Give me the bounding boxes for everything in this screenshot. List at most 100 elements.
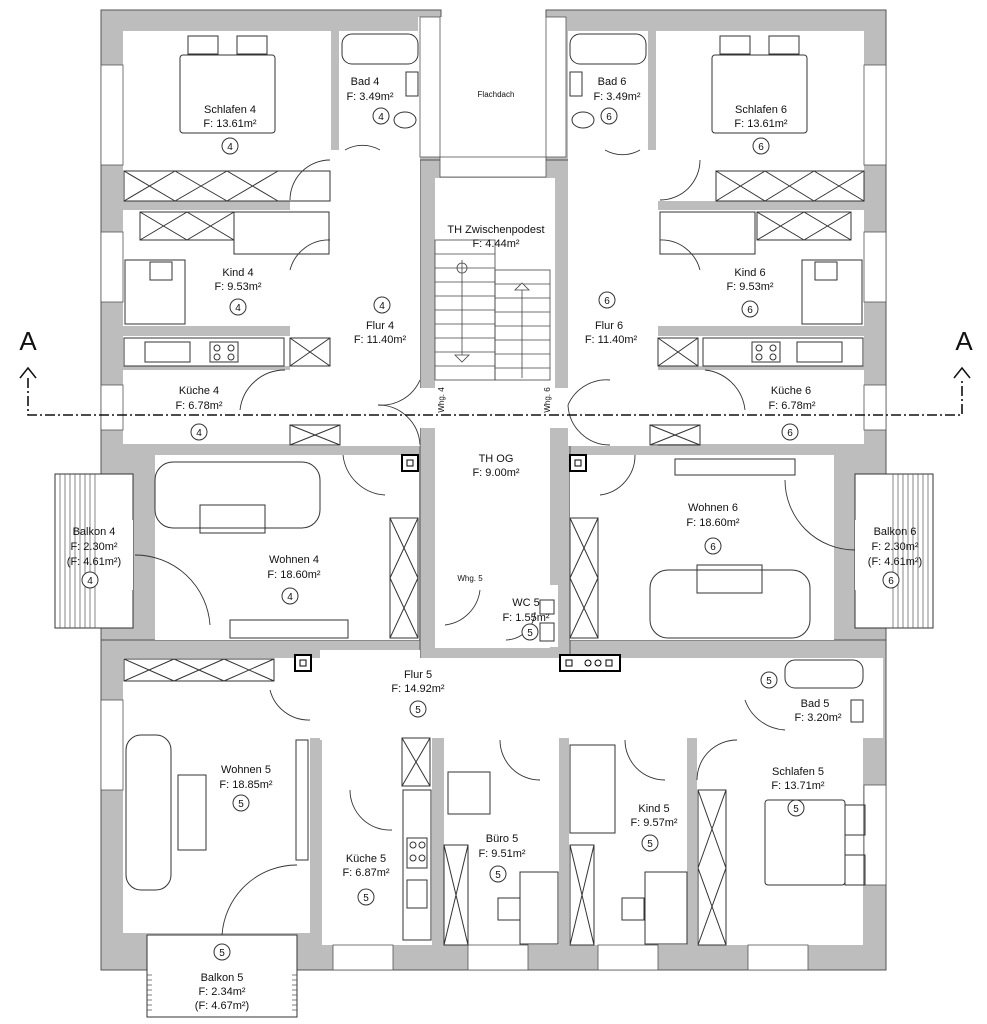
room-area: F: 9.53m²: [726, 281, 773, 293]
unit-marker: [229, 298, 247, 316]
unit-number: 5: [766, 676, 772, 687]
room-name: Flur 6: [595, 320, 623, 332]
unit-marker: [760, 671, 778, 689]
room-name: WC 5: [512, 597, 540, 609]
unit-number: 4: [235, 303, 241, 314]
room-kind-4: Kind 4 F: 9.53m² 4: [214, 267, 262, 316]
room-bad-4: Bad 4 F: 3.49m² 4: [346, 76, 394, 125]
room-wc-5: WC 5 F: 1.55m² 5: [502, 597, 550, 641]
room-name: Balkon 4: [73, 526, 116, 538]
room-name: Wohnen 5: [221, 764, 271, 776]
unit-marker: [752, 137, 770, 155]
room-area: F: 13.61m²: [734, 118, 788, 130]
room-area: F: 2.30m²: [70, 541, 117, 553]
unit-marker: [882, 571, 900, 589]
room-kueche-4: Küche 4 F: 6.78m² 4: [175, 385, 223, 441]
room-area: F: 2.34m²: [198, 986, 245, 998]
living-furniture: [124, 259, 863, 945]
unit-marker: [489, 865, 507, 883]
entry-label-whg-4: Whg. 4: [437, 387, 446, 413]
unit-marker: [372, 107, 390, 125]
room-name: Flur 4: [366, 320, 394, 332]
unit-marker: [704, 537, 722, 555]
room-area-full: (F: 4.61m²): [67, 556, 121, 568]
room-name: Balkon 5: [201, 972, 244, 984]
unit-number: 4: [196, 428, 202, 439]
room-area: F: 1.55m²: [502, 612, 549, 624]
unit-marker: [81, 571, 99, 589]
room-name: Schlafen 4: [204, 104, 256, 116]
room-name: Bad 6: [598, 76, 627, 88]
unit-number: 6: [758, 142, 764, 153]
unit-marker: [221, 137, 239, 155]
unit-number: 5: [527, 628, 533, 639]
room-kueche-6: Küche 6 F: 6.78m² 6: [768, 385, 816, 441]
room-buero-5: Büro 5 F: 9.51m² 5: [478, 833, 526, 883]
unit-marker: [521, 623, 539, 641]
unit-marker: [409, 700, 427, 718]
unit-marker: [213, 943, 231, 961]
unit-number: 5: [415, 705, 421, 716]
unit-number: 6: [606, 112, 612, 123]
unit-number: 6: [710, 542, 716, 553]
room-name: Büro 5: [486, 833, 518, 845]
room-area: F: 6.78m²: [175, 400, 222, 412]
unit-number: 5: [793, 804, 799, 815]
wardrobes: [123, 170, 865, 946]
room-wohnen-6: Wohnen 6 F: 18.60m² 6: [686, 502, 740, 555]
room-area-full: (F: 4.61m²): [868, 556, 922, 568]
unit-number: 5: [238, 799, 244, 810]
room-name: Küche 5: [346, 853, 386, 865]
room-area: F: 6.87m²: [342, 867, 389, 879]
room-area: F: 13.61m²: [203, 118, 257, 130]
unit-number: 4: [287, 592, 293, 603]
unit-number: 4: [227, 142, 233, 153]
room-wohnen-5: Wohnen 5 F: 18.85m² 5: [219, 764, 273, 812]
room-area: F: 4.44m²: [472, 238, 519, 250]
unit-marker: [781, 423, 799, 441]
beds: [179, 35, 866, 886]
room-area: F: 11.40m²: [585, 334, 638, 346]
unit-number: 6: [787, 428, 793, 439]
room-name: Wohnen 6: [688, 502, 738, 514]
unit-marker: [190, 423, 208, 441]
room-name: Balkon 6: [874, 526, 917, 538]
unit-number: 4: [379, 301, 385, 312]
balcony-4: [54, 473, 134, 629]
room-schlafen-5: Schlafen 5 F: 13.71m² 5: [771, 766, 825, 817]
room-name: Schlafen 6: [735, 104, 787, 116]
room-flur-6: 6 Flur 6 F: 11.40m²: [585, 291, 638, 346]
room-balkon-4: Balkon 4 F: 2.30m² (F: 4.61m²) 4: [67, 526, 121, 589]
room-bad-5: 5 Bad 5 F: 3.20m²: [760, 671, 842, 724]
room-area: F: 9.53m²: [214, 281, 261, 293]
room-area: F: 3.20m²: [794, 712, 841, 724]
room-area: F: 9.00m²: [472, 467, 519, 479]
entry-label-whg-5: Whg. 5: [457, 574, 483, 583]
unit-number: 6: [604, 296, 610, 307]
room-area: F: 2.30m²: [871, 541, 918, 553]
room-flur-4: 4 Flur 4 F: 11.40m²: [354, 296, 407, 346]
room-kueche-5: Küche 5 F: 6.87m² 5: [342, 853, 390, 906]
unit-marker: [357, 888, 375, 906]
balcony-5: [146, 934, 298, 1018]
room-kind-6: Kind 6 F: 9.53m² 6: [726, 267, 774, 318]
chimneys: [294, 454, 621, 672]
room-labels: Schlafen 4 F: 13.61m² 4 Bad 4 F: 3.49m² …: [67, 76, 922, 1012]
room-name: Kind 4: [222, 267, 253, 279]
room-area: F: 18.60m²: [267, 569, 321, 581]
unit-number: 4: [87, 576, 93, 587]
unit-marker: [281, 587, 299, 605]
section-line: A A: [19, 326, 973, 416]
balcony-6: [854, 473, 934, 629]
room-kind-5: Kind 5 F: 9.57m² 5: [630, 803, 678, 852]
room-bad-6: Bad 6 F: 3.49m² 6: [593, 76, 641, 125]
room-wohnen-4: Wohnen 4 F: 18.60m² 4: [267, 554, 321, 605]
room-area: F: 18.60m²: [686, 517, 740, 529]
kitchens: [123, 337, 864, 941]
room-area: F: 6.78m²: [768, 400, 815, 412]
unit-entry-labels: Whg. 4 Whg. 6 Whg. 5: [437, 387, 552, 583]
room-name: Schlafen 5: [772, 766, 824, 778]
unit-marker: [787, 799, 805, 817]
unit-number: 5: [495, 870, 501, 881]
